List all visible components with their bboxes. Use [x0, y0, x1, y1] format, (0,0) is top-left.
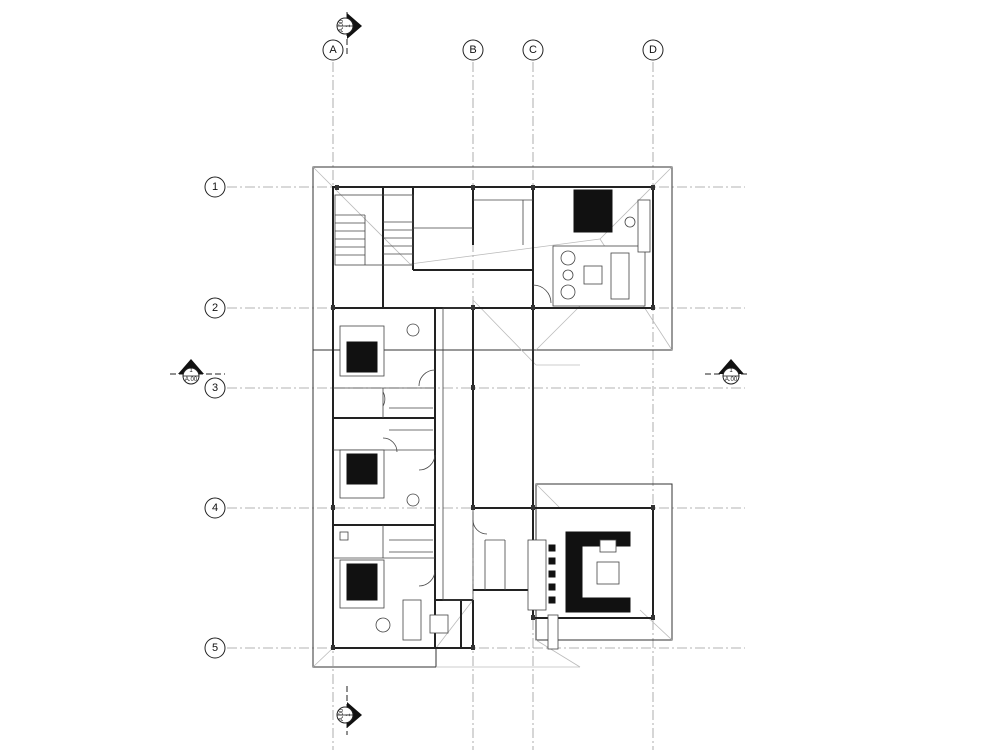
- grid-bubble-b: B: [462, 39, 484, 61]
- section-west-number: 1: [189, 368, 193, 374]
- grid-lines: [227, 62, 745, 750]
- section-north-number: 1: [346, 24, 352, 28]
- bedroom-wing-walls: [332, 307, 474, 649]
- grid-bubble-5: 5: [204, 637, 226, 659]
- wardrobe: [637, 199, 651, 253]
- door-swing: [532, 284, 552, 304]
- grid-bubble-4: 4: [204, 497, 226, 519]
- section-east-sheet: A.00: [725, 377, 738, 383]
- bedroom-3: [339, 531, 449, 641]
- grid-label-2: 2: [212, 302, 218, 314]
- section-north-sheet: A.00: [339, 19, 345, 32]
- grid-bubble-1: 1: [204, 176, 226, 198]
- section-marker-north: A.00 1: [336, 12, 362, 56]
- sofa: [610, 252, 630, 300]
- grid-label-d: D: [649, 44, 657, 56]
- section-south-number: 1: [346, 713, 352, 717]
- coffee-table: [596, 561, 620, 585]
- section-east-number: 1: [729, 368, 733, 374]
- bedroom-2: [339, 437, 436, 507]
- bathroom-strips: [382, 391, 433, 553]
- armchair: [560, 250, 576, 266]
- chair: [624, 216, 636, 228]
- stair: [334, 194, 414, 266]
- coffee-table: [583, 265, 603, 285]
- grid-bubble-a: A: [322, 39, 344, 61]
- bedroom-1: [339, 323, 436, 387]
- master-suite: [532, 189, 651, 307]
- sectional-sofa: [565, 531, 631, 613]
- section-marker-east: 1 A.00: [705, 359, 750, 385]
- master-bed: [573, 189, 613, 233]
- grid-label-b: B: [469, 44, 476, 56]
- grid-bubble-c: C: [522, 39, 544, 61]
- grid-bubble-d: D: [642, 39, 664, 61]
- section-west-sheet: A.00: [185, 377, 198, 383]
- section-marker-south: A.00 1: [336, 686, 362, 735]
- grid-label-4: 4: [212, 502, 218, 514]
- section-south-sheet: A.00: [339, 708, 345, 721]
- south-block-walls: [473, 507, 654, 650]
- grid-bubble-2: 2: [204, 297, 226, 319]
- section-marker-west: 1 A.00: [170, 359, 225, 385]
- grid-bubble-3: 3: [204, 377, 226, 399]
- armchair: [560, 284, 576, 300]
- south-block-furniture: [527, 531, 631, 613]
- grid-label-3: 3: [212, 382, 218, 394]
- corridor: [442, 307, 534, 601]
- side-table: [562, 269, 574, 281]
- grid-label-1: 1: [212, 181, 218, 193]
- grid-label-c: C: [529, 44, 537, 56]
- grid-label-5: 5: [212, 642, 218, 654]
- structural-columns: [331, 185, 655, 650]
- bar-counter: [527, 539, 547, 611]
- grid-label-a: A: [329, 44, 337, 56]
